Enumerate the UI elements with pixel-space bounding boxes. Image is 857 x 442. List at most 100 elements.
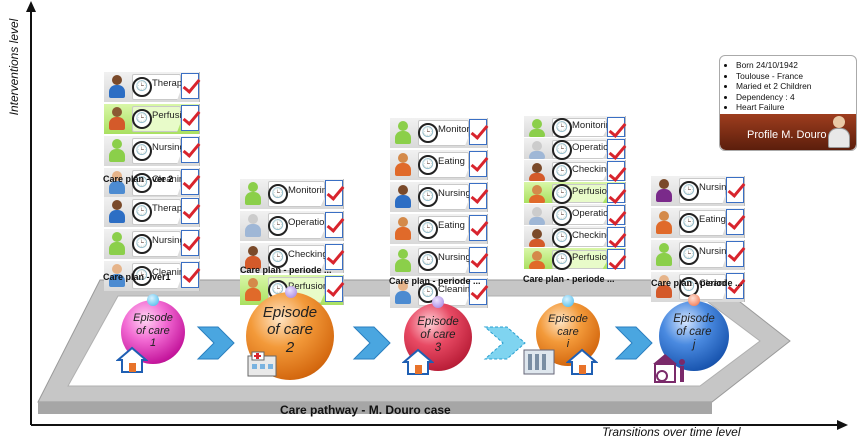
check-icon[interactable] — [181, 137, 199, 163]
episode-pin-1 — [147, 294, 159, 306]
activity-label: Checking — [288, 249, 328, 260]
nurse-icon — [528, 141, 546, 165]
plan-row[interactable]: 🕒Nursing — [390, 246, 488, 276]
clock-icon: 🕒 — [132, 173, 152, 193]
episode-line: of care — [267, 321, 313, 339]
plan-row[interactable]: 🕒Perfusion — [104, 104, 200, 134]
activity-label: Monitoring — [438, 124, 483, 135]
check-icon[interactable] — [607, 117, 625, 137]
nurse-icon — [244, 214, 262, 238]
check-icon[interactable] — [726, 209, 744, 235]
care-plan-period-3[interactable]: 🕒Monitoring 🕒Eating 🕒Nursing 🕒Eating 🕒Nu… — [390, 118, 488, 310]
plan-row[interactable]: 🕒Monitoring — [240, 179, 344, 209]
clock-icon: 🕒 — [268, 216, 288, 236]
check-icon[interactable] — [469, 183, 487, 209]
care-plan-period-2[interactable]: 🕒Monitoring 🕒Operation 🕒Checking 🕒Perfus… — [240, 179, 344, 307]
nurse-icon — [394, 121, 412, 145]
care-plan-period-i[interactable]: 🕒Monitoring 🕒Operation 🕒Checking 🕒Perfus… — [524, 116, 626, 270]
plan-row[interactable]: 🕒Checking — [524, 160, 626, 182]
plan-row[interactable]: 🕒Operation — [524, 204, 626, 226]
plan-row[interactable]: 🕒Operation — [524, 138, 626, 160]
nurse-icon — [655, 275, 673, 299]
profile-detail: Dependency : 4 — [736, 92, 856, 103]
check-icon[interactable] — [726, 177, 744, 203]
check-icon[interactable] — [607, 161, 625, 181]
check-icon[interactable] — [469, 247, 487, 273]
clock-icon: 🕒 — [552, 162, 572, 182]
clock-icon: 🕒 — [132, 202, 152, 222]
plan-row[interactable]: 🕒Cleaning — [651, 272, 745, 302]
check-icon[interactable] — [181, 73, 199, 99]
plan-row[interactable]: 🕒Perfusion — [524, 182, 626, 204]
check-icon[interactable] — [469, 215, 487, 241]
plan-row[interactable]: 🕒Nursing — [104, 229, 200, 259]
check-icon[interactable] — [607, 227, 625, 247]
plan-row[interactable]: 🕒Therapy — [104, 72, 200, 102]
check-icon[interactable] — [607, 139, 625, 159]
check-icon[interactable] — [181, 262, 199, 288]
check-icon[interactable] — [325, 244, 343, 270]
plan-row[interactable]: 🕒Cleaning — [104, 168, 200, 198]
plan-row[interactable]: 🕒Nursing — [651, 176, 745, 206]
plan-row[interactable]: 🕒Nursing — [651, 240, 745, 270]
nurse-icon — [528, 185, 546, 209]
check-icon[interactable] — [607, 249, 625, 269]
plan-row[interactable]: 🕒Cleaning — [104, 261, 200, 291]
patient-profile-card[interactable]: Born 24/10/1942 Toulouse - France Maried… — [719, 55, 857, 151]
nurse-icon — [108, 107, 126, 131]
check-icon[interactable] — [726, 241, 744, 267]
care-plan-period-j[interactable]: 🕒Nursing 🕒Eating 🕒Nursing 🕒Cleaning — [651, 176, 745, 304]
care-plan-ver1[interactable]: 🕒Therapy 🕒Nursing 🕒Cleaning — [104, 197, 200, 293]
activity-label: Operation — [572, 208, 614, 219]
nurse-icon — [394, 217, 412, 241]
plan-row[interactable]: 🕒Eating — [651, 208, 745, 238]
plan-row[interactable]: 🕒Nursing — [104, 136, 200, 166]
activity-label: Operation — [288, 217, 330, 228]
check-icon[interactable] — [325, 212, 343, 238]
clock-icon: 🕒 — [132, 109, 152, 129]
plan-row[interactable]: 🕒Eating — [390, 150, 488, 180]
check-icon[interactable] — [469, 151, 487, 177]
check-icon[interactable] — [469, 279, 487, 305]
plan-row[interactable]: 🕒Monitoring — [524, 116, 626, 138]
check-icon[interactable] — [181, 169, 199, 195]
episode-line: Episode — [673, 313, 715, 325]
plan-row[interactable]: 🕒Checking — [524, 226, 626, 248]
activity-label: Nursing — [699, 246, 732, 257]
check-icon[interactable] — [181, 230, 199, 256]
check-icon[interactable] — [726, 273, 744, 299]
episode-3-label: Episode of care 3 — [404, 316, 472, 356]
episode-j-label: Episode of care j — [659, 313, 729, 353]
profile-detail: Maried et 2 Children — [736, 81, 856, 92]
episode-pin-i — [562, 295, 574, 307]
check-icon[interactable] — [181, 198, 199, 224]
check-icon[interactable] — [325, 276, 343, 302]
plan-row[interactable]: 🕒Operation — [240, 211, 344, 241]
activity-label: Perfusion — [572, 252, 613, 263]
nurse-icon — [394, 249, 412, 273]
check-icon[interactable] — [325, 180, 343, 206]
check-icon[interactable] — [607, 205, 625, 225]
plan-row[interactable]: 🕒Nursing — [390, 182, 488, 212]
plan-row[interactable]: 🕒Eating — [390, 214, 488, 244]
episode-line: Episode — [417, 316, 459, 328]
activity-label: Cleaning — [438, 284, 476, 295]
plan-row[interactable]: 🕒Therapy — [104, 197, 200, 227]
plan-row[interactable]: 🕒Checking — [240, 243, 344, 273]
care-plan-label: Care plan - ver1 — [103, 272, 171, 282]
activity-label: Checking — [572, 164, 612, 175]
check-icon[interactable] — [469, 119, 487, 145]
care-plan-ver2[interactable]: 🕒Therapy 🕒Perfusion 🕒Nursing 🕒Cleaning — [104, 72, 200, 200]
check-icon[interactable] — [607, 183, 625, 203]
plan-row[interactable]: 🕒Monitoring — [390, 118, 488, 148]
x-axis-label: Transitions over time level — [602, 425, 741, 439]
care-plan-label: Care plan - periode ... — [240, 265, 332, 275]
episode-line: of care — [136, 324, 170, 337]
pathway-track-base — [38, 402, 712, 414]
clock-icon: 🕒 — [132, 266, 152, 286]
check-icon[interactable] — [181, 105, 199, 131]
y-axis-label: Interventions level — [7, 18, 21, 116]
plan-row[interactable]: 🕒Perfusion — [524, 248, 626, 270]
episode-line: of care — [676, 326, 712, 339]
